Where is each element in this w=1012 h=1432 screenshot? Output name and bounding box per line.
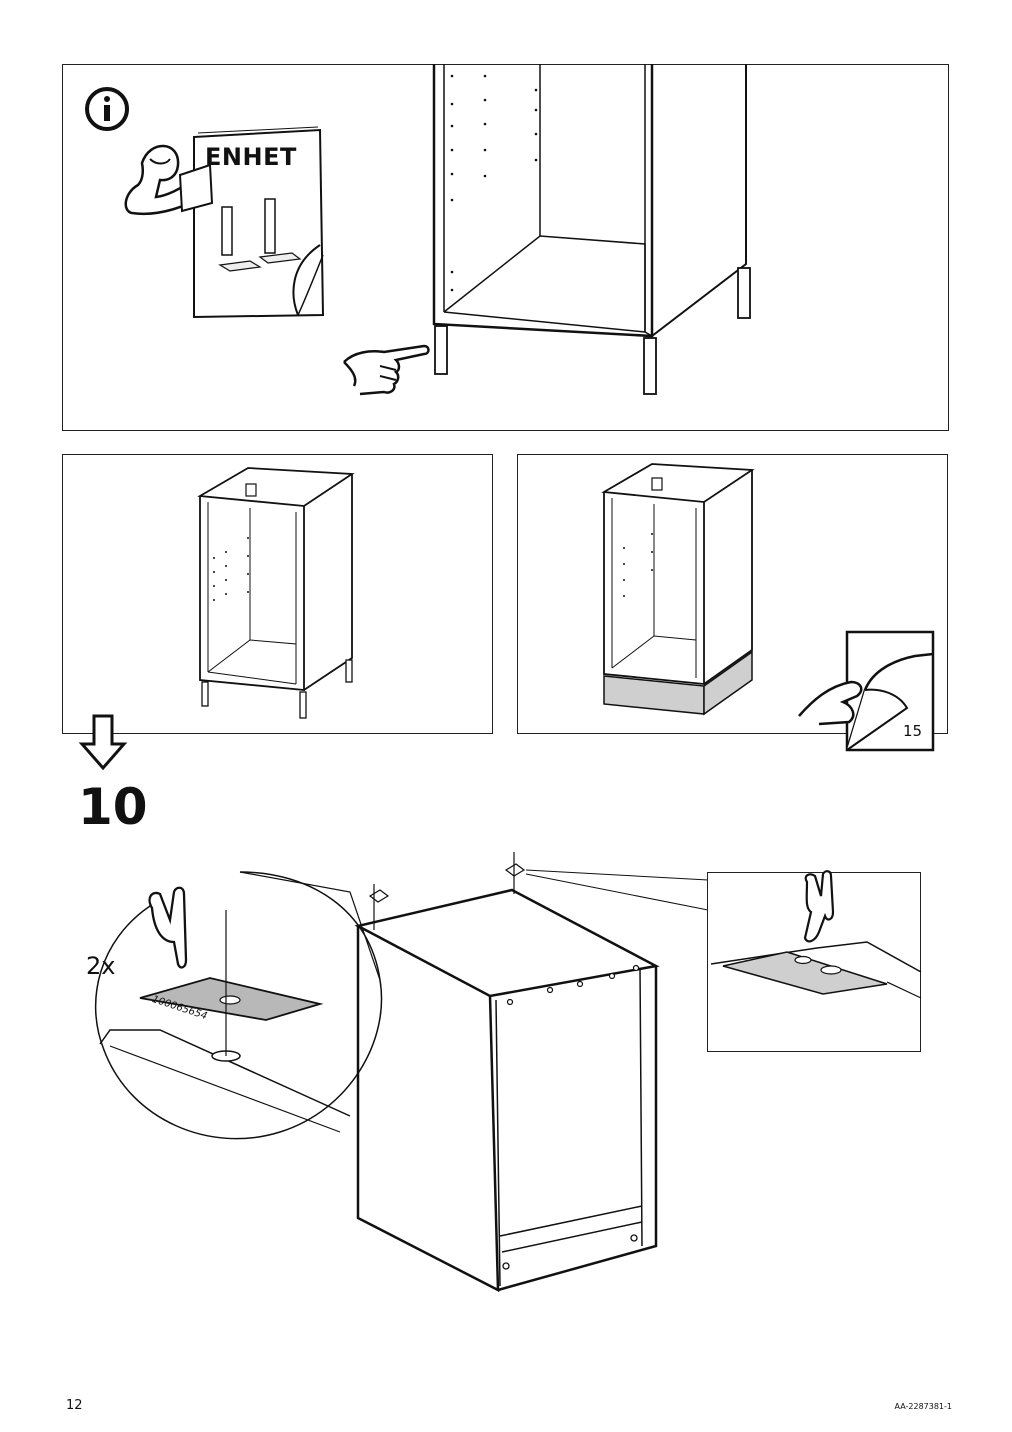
page-turn-icon <box>798 630 935 752</box>
reference-page-number: 15 <box>903 722 923 740</box>
plate-detail-connector <box>525 869 709 911</box>
booklet-title: ENHET <box>205 143 297 171</box>
document-id: AA-2287381-1 <box>894 1402 952 1411</box>
page-number: 12 <box>66 1398 83 1413</box>
booklet-icon <box>124 126 325 319</box>
info-icon <box>85 87 129 131</box>
detail-callout <box>94 871 383 1140</box>
quantity-label: 2x <box>86 952 116 980</box>
main-cabinet-illustration <box>354 852 660 1293</box>
pointing-hand-icon <box>343 344 430 396</box>
cabinet-with-plinth-illustration <box>601 463 755 716</box>
plate-detail-illustration <box>710 870 922 999</box>
cabinet-with-legs-illustration <box>197 467 355 719</box>
down-arrow-icon <box>78 714 128 771</box>
step-number: 10 <box>78 778 148 836</box>
tall-cabinet-illustration <box>432 64 751 395</box>
